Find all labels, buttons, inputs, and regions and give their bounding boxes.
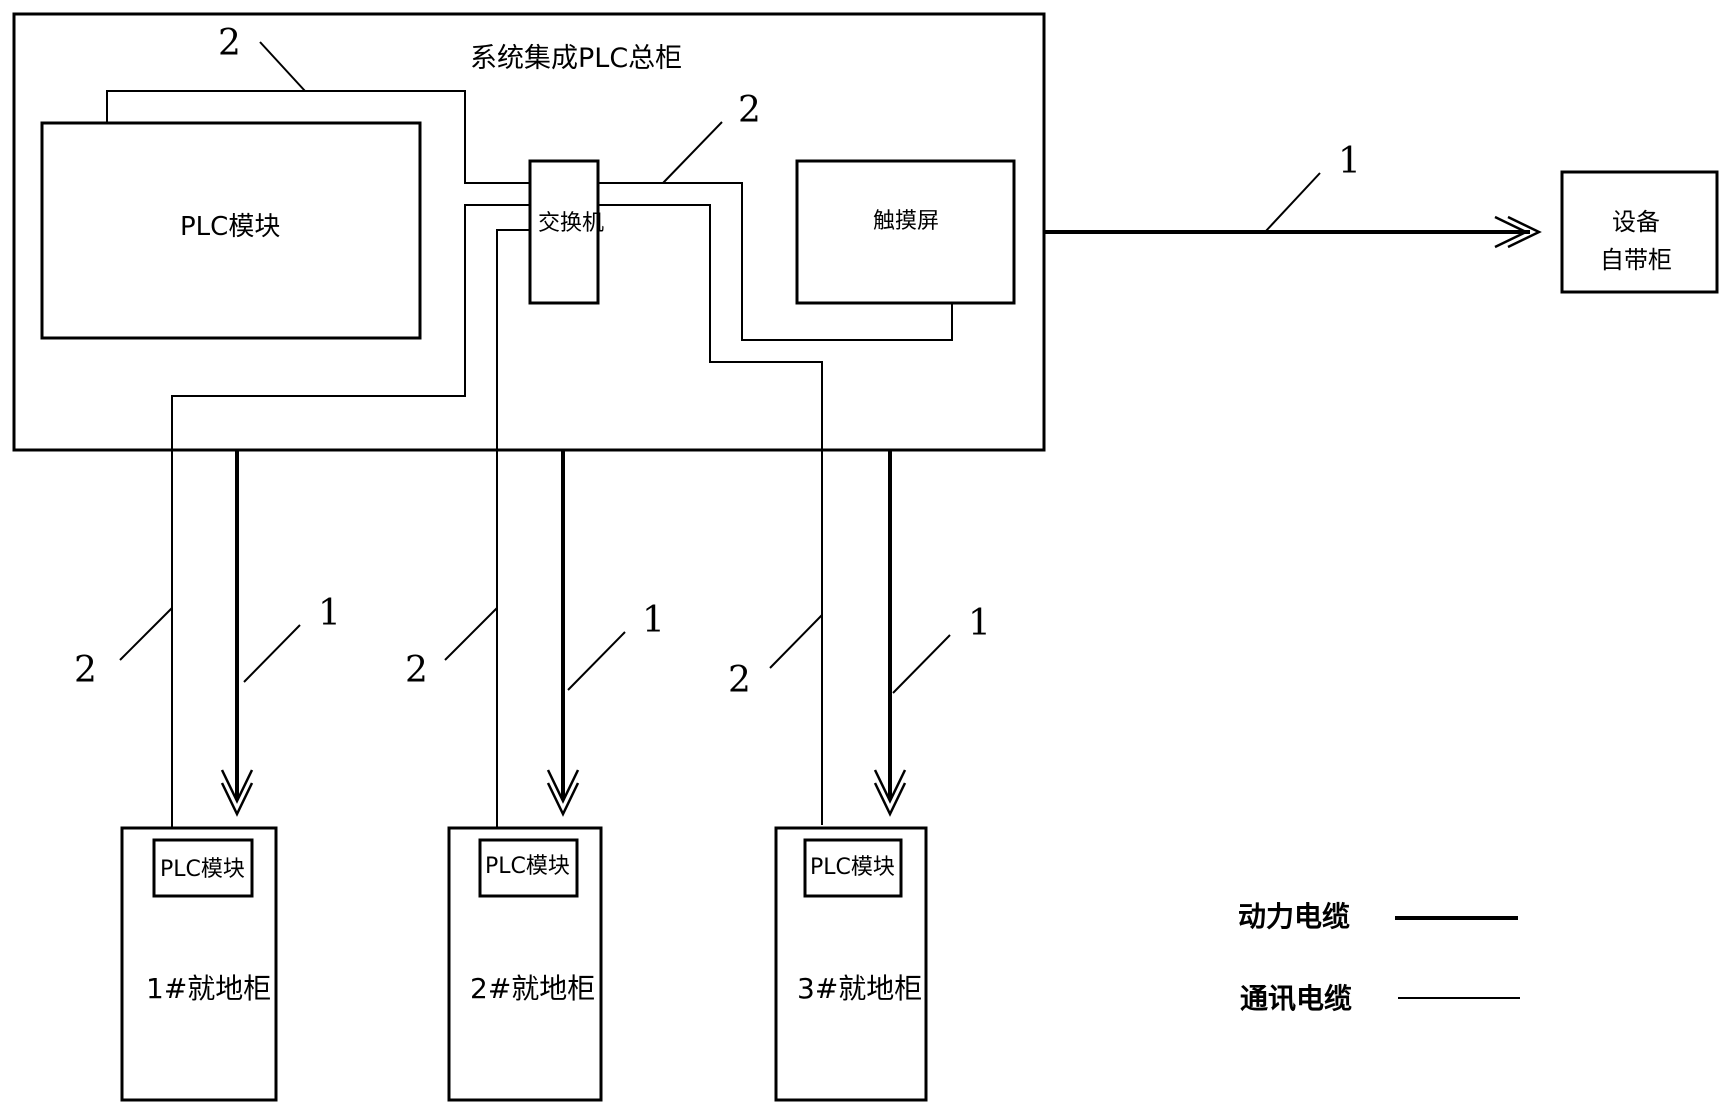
callout-number-comm-top: 2 <box>218 23 241 64</box>
callout-number-comm-3: 2 <box>728 660 751 701</box>
touchscreen-label: 触摸屏 <box>873 209 939 234</box>
power-arrowhead-cabinet-1a <box>220 769 254 804</box>
callout-number-comm-2: 2 <box>405 650 428 691</box>
callout-leader-power-3 <box>892 634 951 694</box>
local-cabinet-2-name: 2#就地柜 <box>470 972 595 1005</box>
comm-cable-to-cabinet-3 <box>598 204 823 825</box>
plc-module-label: PLC模块 <box>180 212 280 242</box>
callout-number-comm-switch: 2 <box>738 90 761 131</box>
callout-leader-comm-1 <box>119 607 173 661</box>
plc-module <box>40 121 422 340</box>
callout-number-power-1: 1 <box>318 593 341 634</box>
local-cabinet-1-plc <box>152 838 254 898</box>
network-switch <box>528 159 600 305</box>
callout-leader-comm-switch <box>662 121 723 184</box>
callout-leader-comm-top <box>259 41 306 92</box>
touchscreen-back-outline <box>598 182 953 341</box>
local-cabinet-3-plc <box>803 838 903 898</box>
power-arrowhead-cabinet-3b <box>873 782 907 817</box>
equipment-cabinet-line1: 设备 <box>1612 208 1660 236</box>
power-arrowhead-cabinet-2a <box>546 769 580 804</box>
comm-cable-to-cabinet-1 <box>171 204 530 830</box>
main-cabinet-title: 系统集成PLC总柜 <box>470 43 682 74</box>
local-cabinet-1-name: 1#就地柜 <box>146 972 271 1005</box>
power-arrowhead-equipment-2 <box>1507 215 1542 249</box>
callout-leader-comm-3 <box>769 614 823 669</box>
power-arrowhead-cabinet-3a <box>873 769 907 804</box>
local-cabinet-1-plc-label: PLC模块 <box>160 857 245 882</box>
plc-module-back-outline <box>106 90 530 184</box>
callout-leader-power-2 <box>567 631 626 691</box>
switch-label: 交换机 <box>538 211 604 236</box>
callout-leader-power-1 <box>243 624 301 683</box>
callout-number-power-3: 1 <box>968 603 991 644</box>
callout-number-comm-1: 2 <box>74 650 97 691</box>
equipment-cabinet-line2: 自带柜 <box>1600 246 1672 274</box>
power-arrowhead-cabinet-1b <box>220 782 254 817</box>
local-cabinet-2-plc <box>478 838 579 898</box>
local-cabinet-3-plc-label: PLC模块 <box>810 855 895 880</box>
callout-number-power-equipment: 1 <box>1338 141 1361 182</box>
callout-leader-comm-2 <box>444 607 498 661</box>
local-cabinet-3-name: 3#就地柜 <box>797 972 922 1005</box>
callout-leader-power-equipment <box>1264 172 1321 233</box>
legend-comm-label: 通讯电缆 <box>1240 982 1352 1015</box>
legend-power-label: 动力电缆 <box>1238 900 1350 933</box>
equipment-cabinet <box>1560 170 1719 294</box>
power-arrowhead-equipment-1 <box>1494 215 1529 249</box>
power-arrowhead-cabinet-2b <box>546 782 580 817</box>
callout-number-power-2: 1 <box>642 600 665 641</box>
local-cabinet-2-plc-label: PLC模块 <box>485 854 570 879</box>
comm-cable-to-cabinet-2 <box>496 229 530 830</box>
touchscreen <box>795 159 1016 305</box>
